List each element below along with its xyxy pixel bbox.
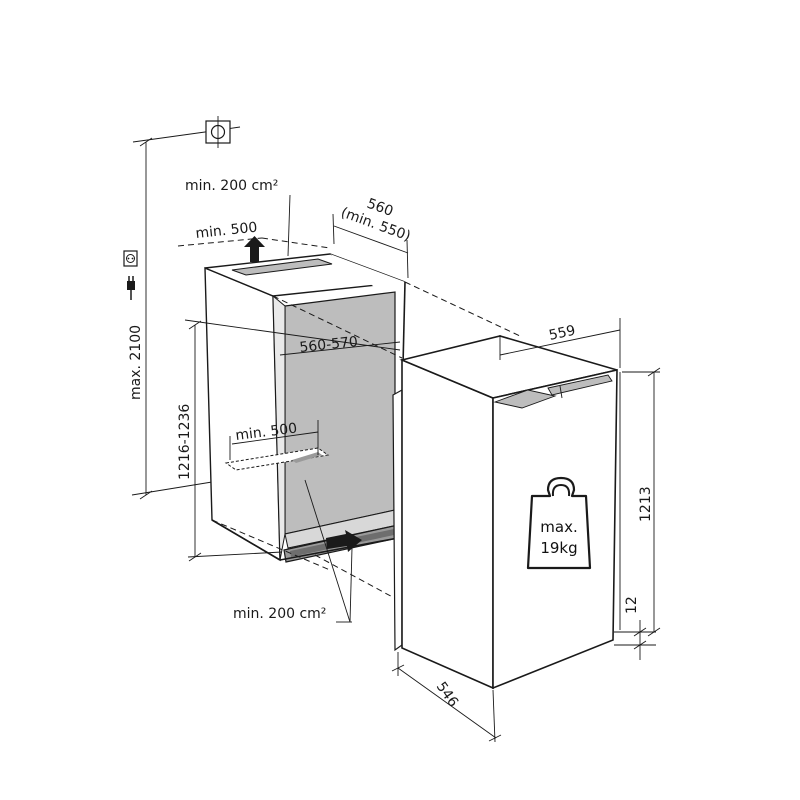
top-clearance-label: min. 500 bbox=[195, 220, 258, 242]
plinth-dimension: 12 bbox=[614, 596, 656, 660]
appliance-height-label: 1213 bbox=[638, 486, 654, 522]
bottom-vent-dimension: min. 200 cm² bbox=[233, 479, 353, 623]
top-vent-label: min. 200 cm² bbox=[185, 178, 278, 194]
max-height-label: max. 2100 bbox=[128, 325, 144, 400]
phase-symbol-icon bbox=[132, 116, 241, 148]
arrow-up-icon bbox=[244, 236, 265, 262]
weight-icon: max. 19kg bbox=[526, 476, 592, 570]
niche-depth-label: 560-570 bbox=[299, 334, 359, 356]
inner-clearance-dimension: min. 500 bbox=[229, 420, 319, 460]
appliance-width-label: 559 bbox=[548, 323, 577, 344]
plinth-label: 12 bbox=[624, 596, 640, 614]
socket-icon bbox=[123, 250, 138, 267]
plug-icon bbox=[127, 276, 135, 300]
arrow-in-icon bbox=[326, 530, 362, 552]
niche-depth-dimension: 560-570 bbox=[184, 319, 401, 356]
max-height-dimension: max. 2100 bbox=[128, 137, 213, 500]
door-weight-line1: max. bbox=[540, 518, 577, 536]
niche-cabinet bbox=[204, 253, 406, 563]
appliance-width-dimension: 559 bbox=[499, 318, 621, 368]
niche-height-dimension: 1216-1236 bbox=[177, 320, 283, 562]
inner-clearance-label: min. 500 bbox=[235, 421, 299, 444]
appliance-height-dimension: 1213 bbox=[622, 367, 661, 637]
appliance-depth-label: 546 bbox=[433, 679, 461, 710]
bottom-vent-label: min. 200 cm² bbox=[233, 606, 326, 622]
door-weight-line2: 19kg bbox=[540, 539, 577, 557]
niche-height-label: 1216-1236 bbox=[177, 404, 193, 480]
